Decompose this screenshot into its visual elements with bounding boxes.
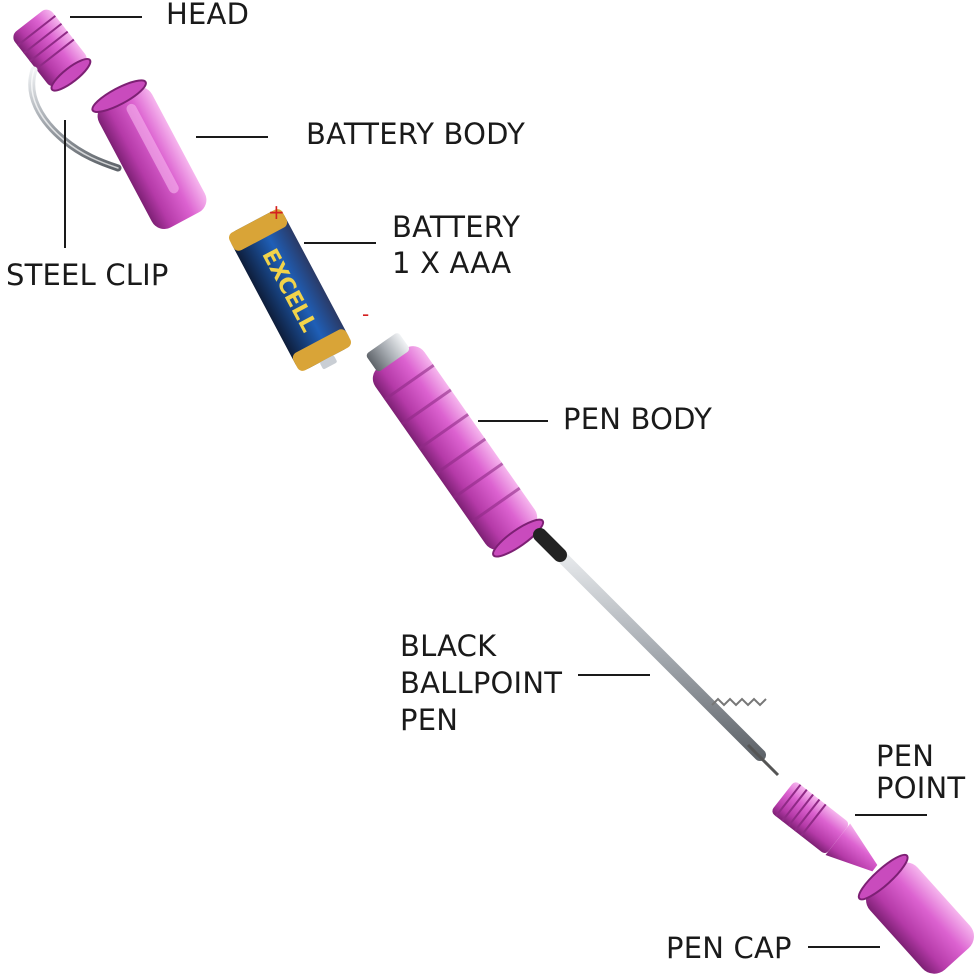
- head-leader-line: [70, 16, 142, 18]
- ballpoint-leader-line: [578, 674, 650, 676]
- pen-body-leader-line: [478, 420, 548, 422]
- battery-body-leader-line: [196, 136, 268, 138]
- pen-body-part: [366, 333, 545, 558]
- head-label: HEAD: [166, 0, 250, 31]
- pen-cap-leader-line: [808, 946, 880, 948]
- pen-point-part: [772, 782, 878, 872]
- steel-clip-label: STEEL CLIP: [6, 258, 169, 292]
- battery-body-part: [91, 79, 207, 229]
- head-part: [13, 9, 92, 92]
- battery-label-line2: 1 X AAA: [392, 246, 512, 280]
- pen-point-leader-line: [855, 814, 927, 816]
- pen-cap-part: [857, 853, 974, 974]
- ballpoint-label-line2: BALLPOINT: [400, 666, 563, 700]
- battery-leader-line: [304, 242, 376, 244]
- battery-part: EXCELL: [229, 209, 351, 371]
- battery-label-line1: BATTERY: [392, 210, 521, 244]
- ballpoint-refill-part: [533, 528, 780, 777]
- pen-cap-label: PEN CAP: [666, 931, 792, 965]
- pen-body-label: PEN BODY: [563, 402, 712, 436]
- ballpoint-label-line1: BLACK: [400, 629, 497, 663]
- steel-clip-leader-line: [64, 120, 66, 248]
- battery-body-label: BATTERY BODY: [306, 117, 526, 151]
- ballpoint-label-line3: PEN: [400, 703, 459, 737]
- battery-minus-sign: -: [362, 302, 370, 326]
- pen-point-label-line2: POINT: [876, 771, 966, 805]
- battery-plus-sign: +: [268, 200, 285, 224]
- pen-point-label-line1: PEN: [876, 739, 935, 773]
